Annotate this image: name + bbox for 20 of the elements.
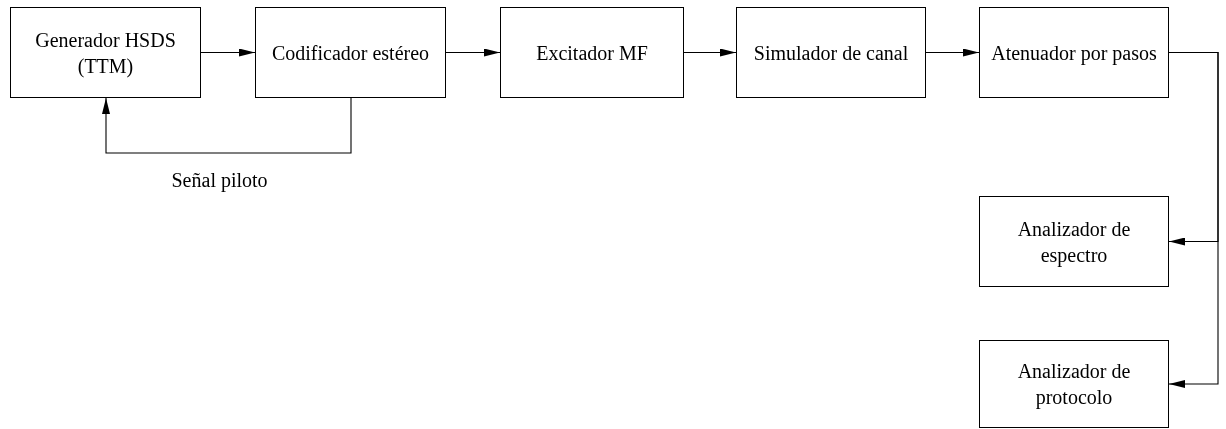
process-box [979, 196, 1169, 287]
box-label: Analizador de espectro [1016, 216, 1132, 268]
process-box [979, 7, 1169, 98]
arrow [683, 48, 737, 57]
arrow [1168, 51, 1219, 388]
process-box [10, 7, 201, 98]
arrow [925, 48, 980, 57]
arrow [445, 48, 501, 57]
box-label: Codificador estéreo [270, 40, 431, 66]
process-box [736, 7, 926, 98]
arrow [102, 97, 352, 154]
box-label: Simulador de canal [752, 40, 910, 66]
process-box [979, 340, 1169, 428]
process-box [255, 7, 446, 98]
box-label: Generador HSDS (TTM) [34, 27, 177, 79]
box-label: Analizador de protocolo [1016, 359, 1132, 410]
process-box [500, 7, 684, 98]
arrow [200, 48, 256, 57]
box-label: Atenuador por pasos [990, 40, 1158, 66]
box-label: Excitador MF [535, 40, 649, 66]
